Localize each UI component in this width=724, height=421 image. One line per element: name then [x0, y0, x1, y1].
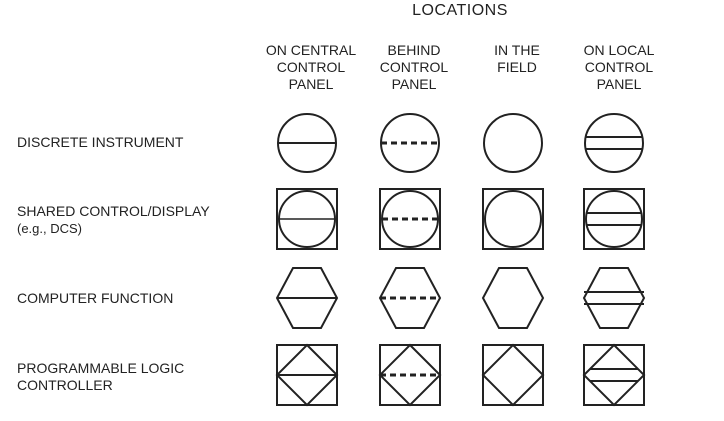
symbol-diamond-in-square-2 [378, 343, 442, 407]
symbol-strokes [481, 267, 545, 329]
symbol-strokes [380, 113, 440, 173]
row-label-computer-function: COMPUTER FUNCTION [17, 290, 174, 306]
symbol-strokes [378, 267, 442, 329]
symbol-strokes [584, 113, 644, 173]
symbol-strokes [277, 113, 337, 173]
column-header-in-field: IN THE FIELD [494, 42, 540, 75]
shared-display-square [482, 188, 544, 250]
shared-display-square [276, 188, 338, 250]
symbol-circle-in-square-4 [583, 188, 645, 250]
shared-display-square [583, 188, 645, 250]
symbol-circle-1 [277, 113, 337, 173]
row-label-discrete-instrument: DISCRETE INSTRUMENT [17, 134, 184, 150]
symbol-hexagon-2 [378, 267, 442, 329]
symbol-diamond-in-square-3 [481, 343, 545, 407]
symbol-circle-in-square-2 [379, 188, 441, 250]
plc-square [583, 344, 645, 406]
instrument-circle [584, 113, 644, 173]
symbol-diamond-in-square-4 [582, 343, 646, 407]
symbol-strokes [481, 343, 545, 407]
column-header-behind-panel: BEHIND CONTROL PANEL [379, 42, 449, 92]
column-header-central-panel: ON CENTRAL CONTROL PANEL [265, 42, 357, 92]
symbol-circle-in-square-1 [276, 188, 338, 250]
symbol-strokes [379, 188, 441, 250]
instrument-circle [380, 113, 440, 173]
plc-diamond [275, 343, 339, 407]
shared-display-circle [381, 190, 439, 248]
symbol-strokes [276, 188, 338, 250]
computer-hexagon [481, 267, 545, 329]
symbol-hexagon-3 [481, 267, 545, 329]
plc-diamond [378, 343, 442, 407]
symbol-strokes [583, 188, 645, 250]
symbol-strokes [483, 113, 543, 173]
plc-diamond [582, 343, 646, 407]
symbol-circle-3 [483, 113, 543, 173]
symbol-strokes [582, 267, 646, 329]
row-label-plc: PROGRAMMABLE LOGIC CONTROLLER [17, 360, 185, 393]
symbol-diamond-in-square-1 [275, 343, 339, 407]
row-label-shared-control-display: SHARED CONTROL/DISPLAY (e.g., DCS) [17, 203, 210, 236]
column-header-local-panel: ON LOCAL CONTROL PANEL [583, 42, 655, 92]
symbol-circle-2 [380, 113, 440, 173]
symbol-strokes [275, 267, 339, 329]
computer-hexagon [582, 267, 646, 329]
symbol-hexagon-4 [582, 267, 646, 329]
symbol-circle-4 [584, 113, 644, 173]
symbol-strokes [275, 343, 339, 407]
instrument-circle [483, 113, 543, 173]
symbol-strokes [482, 188, 544, 250]
shared-display-circle [484, 190, 542, 248]
symbol-hexagon-1 [275, 267, 339, 329]
symbol-strokes [582, 343, 646, 407]
symbol-strokes [378, 343, 442, 407]
symbol-circle-in-square-3 [482, 188, 544, 250]
plc-square [482, 344, 544, 406]
shared-display-circle [585, 190, 643, 248]
plc-diamond [481, 343, 545, 407]
shared-display-square [379, 188, 441, 250]
locations-title: LOCATIONS [412, 2, 508, 19]
